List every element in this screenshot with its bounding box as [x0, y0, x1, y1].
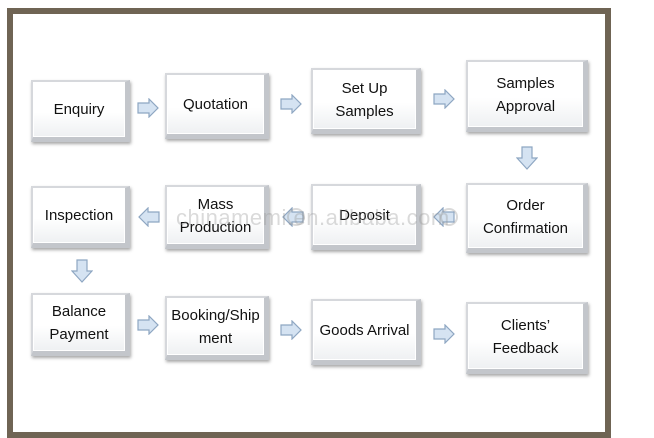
step-label-line2: ment [198, 329, 233, 347]
arrow-right-icon [280, 94, 302, 114]
step-setup-samples: Set Up Samples [311, 68, 421, 134]
step-quotation: Quotation [165, 73, 269, 139]
step-label: Inspection [44, 207, 114, 224]
step-label-line1: Set Up [341, 79, 388, 97]
step-inspection: Inspection [31, 186, 130, 248]
step-label: Quotation [182, 96, 249, 113]
step-booking-shipment: Booking/Ship ment [165, 296, 269, 360]
arrow-down-icon [516, 146, 538, 170]
step-label-line2: Production [179, 218, 252, 236]
step-label-line2: Approval [495, 97, 556, 115]
step-label-line2: Confirmation [482, 219, 569, 237]
arrow-down-icon [71, 259, 93, 283]
step-label-line1: Order [506, 196, 545, 214]
arrow-left-icon [138, 207, 160, 227]
step-label-line2: Samples [335, 102, 394, 120]
step-order-confirmation: Order Confirmation [466, 183, 588, 253]
step-label: Goods Arrival [319, 322, 410, 339]
step-label-line1: Samples [496, 74, 555, 92]
arrow-right-icon [137, 98, 159, 118]
step-label-line1: Booking/Ship [171, 306, 260, 324]
arrow-right-icon [433, 324, 455, 344]
step-label-line1: Mass [197, 195, 234, 213]
step-label: Deposit [339, 207, 390, 224]
watermark-circle-icon [287, 208, 305, 226]
step-label-line2: Payment [49, 326, 109, 343]
step-label-line1: Balance [51, 303, 107, 320]
step-clients-feedback: Clients’ Feedback [466, 302, 588, 374]
step-label-line1: Clients’ [500, 316, 551, 334]
step-samples-approval: Samples Approval [466, 60, 588, 132]
step-goods-arrival: Goods Arrival [311, 299, 421, 365]
step-label-line2: Feedback [492, 339, 559, 357]
arrow-right-icon [433, 89, 455, 109]
step-label: Enquiry [53, 101, 105, 118]
arrow-right-icon [280, 320, 302, 340]
watermark-circle-icon [440, 208, 458, 226]
step-balance-payment: Balance Payment [31, 293, 130, 356]
arrow-right-icon [137, 315, 159, 335]
step-deposit: Deposit [311, 184, 421, 250]
step-enquiry: Enquiry [31, 80, 130, 142]
step-mass-production: Mass Production [165, 185, 269, 249]
